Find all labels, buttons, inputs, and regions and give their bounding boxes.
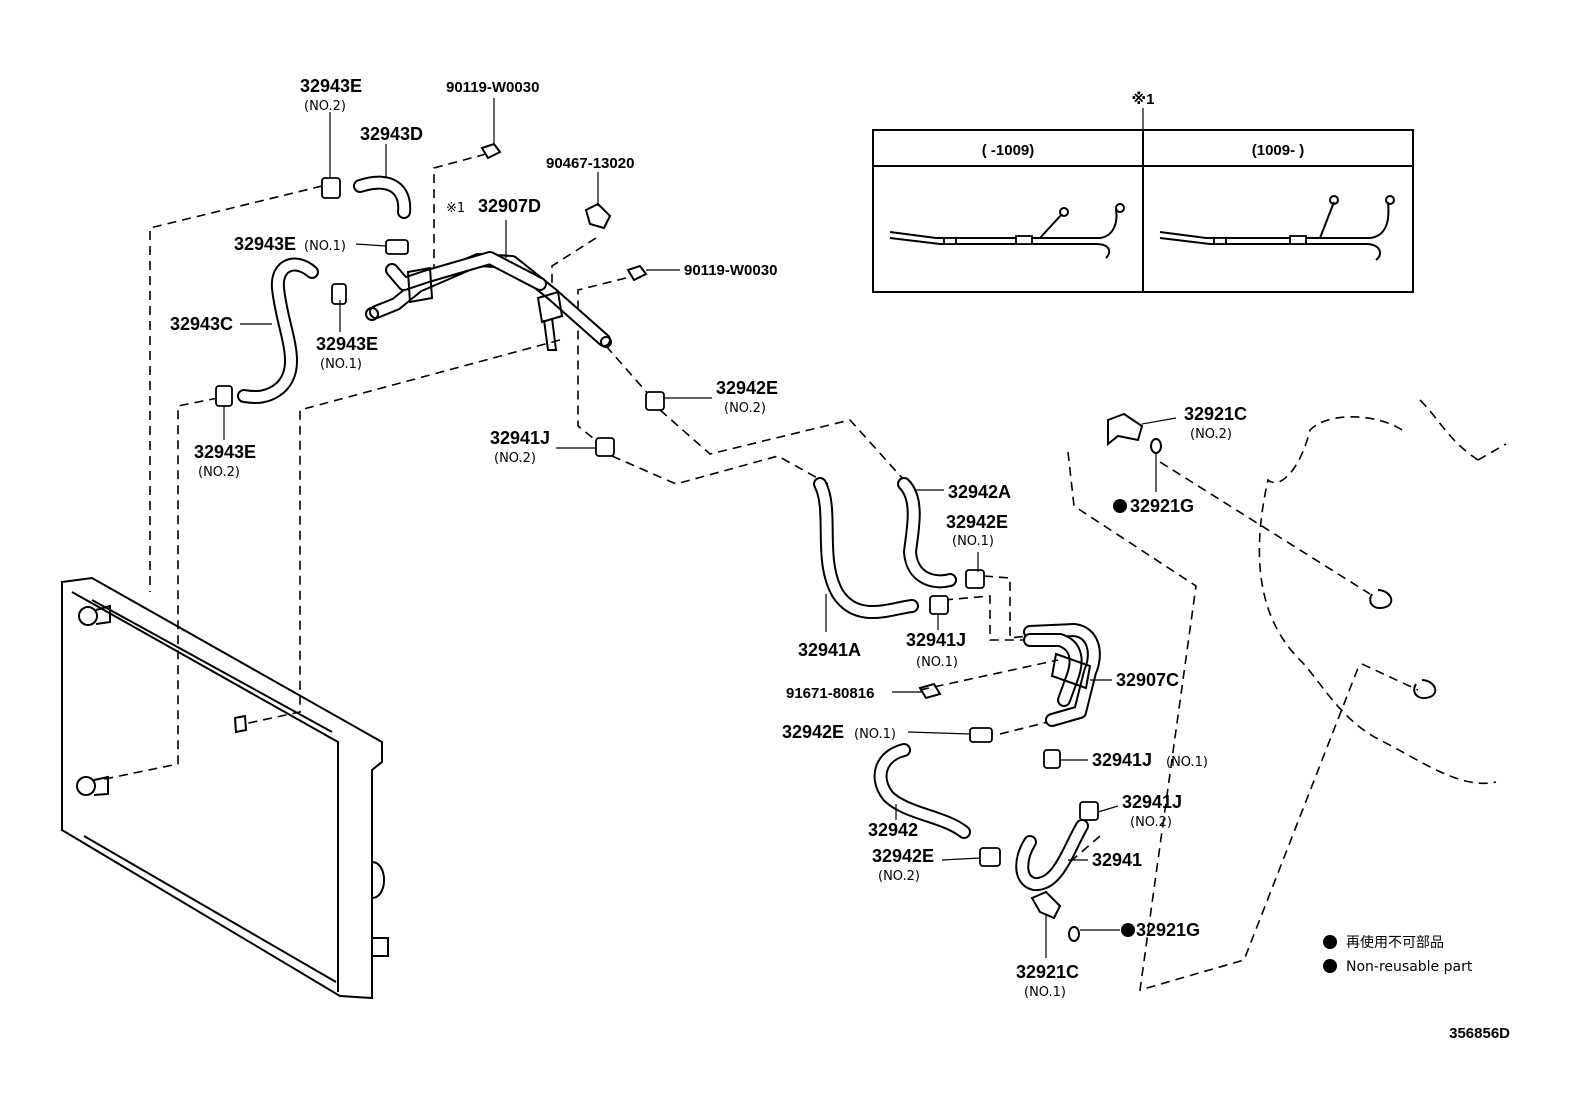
- label-32942: 32942: [868, 820, 918, 840]
- label-90467: 90467-13020: [546, 155, 634, 172]
- hose-32941a: [813, 477, 919, 619]
- label-32942e-no2-b: 32942E: [872, 846, 934, 866]
- label-32942e-no2-b-sub: (NO.2): [878, 869, 920, 884]
- hose-32943c: [237, 257, 319, 404]
- label-32907c: 32907C: [1116, 670, 1179, 690]
- leader-lines: [223, 98, 1177, 958]
- label-32943e-no1-mid-sub: (NO.1): [320, 357, 362, 372]
- inset-box: [872, 108, 1414, 293]
- label-32941j-no2-b: 32941J: [1122, 792, 1182, 812]
- hose-32942: [873, 743, 971, 839]
- label-32941j-no2: 32941J: [490, 428, 550, 448]
- inset-right-label: (1009- ): [1252, 142, 1305, 159]
- label-32941j-no1-a: 32941J: [906, 630, 966, 650]
- label-32942e-no1-b-sub: (NO.1): [854, 727, 896, 742]
- label-90119-top: 90119-W0030: [446, 79, 539, 96]
- label-32943e-no1-mid: 32943E: [316, 334, 378, 354]
- hose-32942a: [897, 477, 957, 589]
- label-32942e-no1-a-sub: (NO.1): [952, 534, 994, 549]
- label-32941j-no1-a-sub: (NO.1): [916, 655, 958, 670]
- label-32921c-no1: 32921C: [1016, 962, 1079, 982]
- part-labels: 32943E (NO.2) 32943D 90119-W0030 90467-1…: [170, 76, 1247, 1000]
- label-32943e-no2-low-sub: (NO.2): [198, 465, 240, 480]
- engine-outline: [1258, 399, 1507, 785]
- label-32943e-no1-left-sub: (NO.1): [304, 239, 346, 254]
- label-32921g-top: 32921G: [1130, 496, 1194, 516]
- label-32921g-bottom: 32921G: [1136, 920, 1200, 940]
- pipe-assembly-32907c: [1023, 623, 1101, 727]
- label-32941a: 32941A: [798, 640, 861, 660]
- label-32941: 32941: [1092, 850, 1142, 870]
- label-32942e-no1-a: 32942E: [946, 512, 1008, 532]
- label-32941j-no2-b-sub: (NO.2): [1130, 815, 1172, 830]
- non-reusable-dot-bottom: [1121, 923, 1135, 937]
- legend-dot-2: [1323, 959, 1337, 973]
- inset-left-label: ( -1009): [982, 142, 1035, 159]
- clamps: [215, 142, 1162, 942]
- label-32943e-top: 32943E: [300, 76, 362, 96]
- hose-32943d: [353, 175, 412, 219]
- hose-32941: [1015, 819, 1089, 891]
- label-32943e-top-sub: (NO.2): [304, 99, 346, 114]
- label-32941j-no1-b: 32941J: [1092, 750, 1152, 770]
- radiator: [61, 576, 389, 1000]
- legend-line-2: Non-reusable part: [1346, 959, 1473, 975]
- assembly-dashed-lines: [99, 153, 1419, 992]
- pipe-assembly-32907d: [365, 251, 612, 351]
- label-32941j-no1-b-sub: (NO.1): [1166, 755, 1208, 770]
- label-32921c-no1-sub: (NO.1): [1024, 985, 1066, 1000]
- legend: 再使用不可部品 Non-reusable part: [1323, 934, 1473, 975]
- label-32942e-no1-b: 32942E: [782, 722, 844, 742]
- label-32943e-no1-left: 32943E: [234, 234, 296, 254]
- label-32942e-no2-top-sub: (NO.2): [724, 401, 766, 416]
- legend-dot-1: [1323, 935, 1337, 949]
- label-32943c: 32943C: [170, 314, 233, 334]
- label-32942e-no2-top: 32942E: [716, 378, 778, 398]
- inset-marker: ※1: [1132, 90, 1155, 108]
- label-90119-mid: 90119-W0030: [684, 262, 777, 279]
- label-32907d-marker: ※1: [446, 201, 465, 216]
- label-32921c-no2: 32921C: [1184, 404, 1247, 424]
- label-32921c-no2-sub: (NO.2): [1190, 427, 1232, 442]
- diagram-id-code: 356856D: [1449, 1025, 1510, 1042]
- label-32941j-no2-sub: (NO.2): [494, 451, 536, 466]
- label-32942a: 32942A: [948, 482, 1011, 502]
- label-32943e-no2-low: 32943E: [194, 442, 256, 462]
- legend-line-1: 再使用不可部品: [1346, 934, 1444, 951]
- label-32943d: 32943D: [360, 124, 423, 144]
- non-reusable-dot-top: [1113, 499, 1127, 513]
- label-91671: 91671-80816: [786, 685, 874, 702]
- label-32907d: 32907D: [478, 196, 541, 216]
